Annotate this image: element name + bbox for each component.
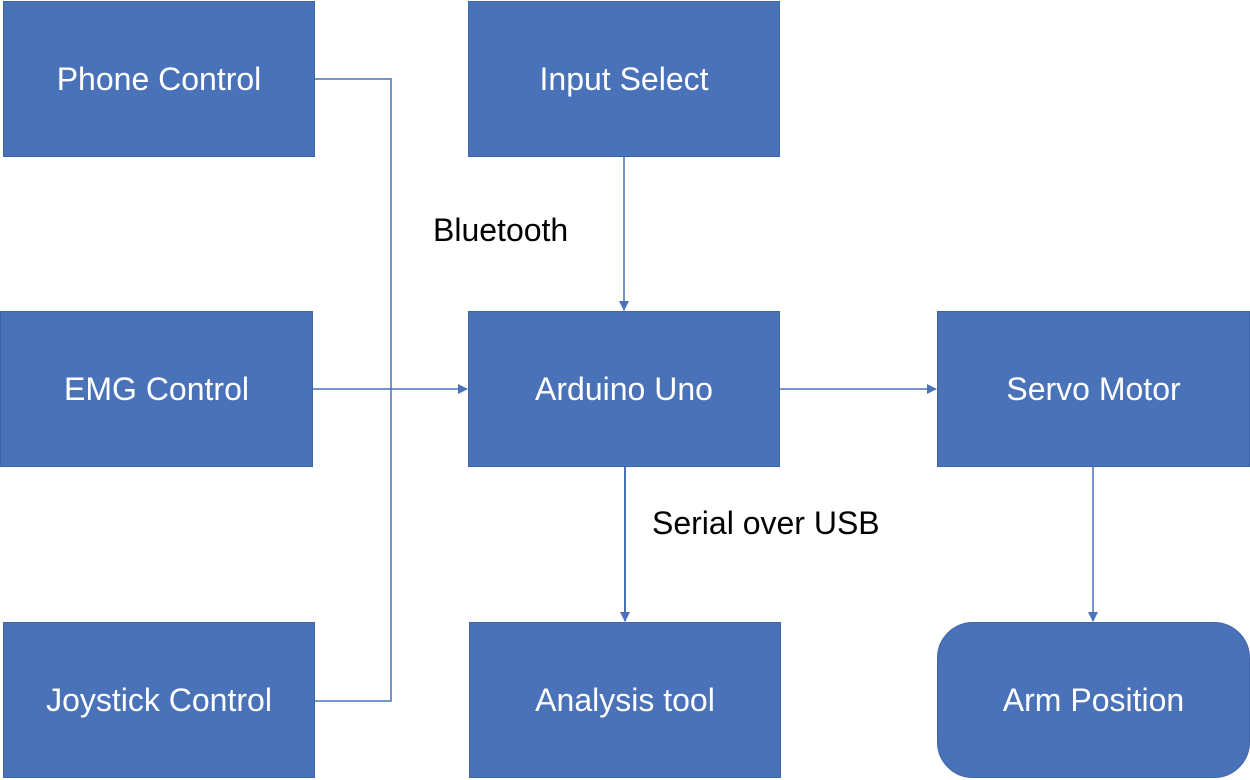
connector-phone-to-bus	[315, 78, 392, 389]
input-select-label: Input Select	[539, 60, 709, 97]
servo-motor-label: Servo Motor	[1006, 370, 1181, 407]
analysis-tool-node: Analysis tool	[469, 622, 781, 778]
arduino-uno-label: Arduino Uno	[535, 370, 713, 407]
phone-control-label: Phone Control	[56, 60, 262, 97]
joystick-control-node: Joystick Control	[3, 622, 315, 778]
bluetooth-edge-label: Bluetooth	[433, 212, 569, 248]
serial-over-usb-edge-label: Serial over USB	[652, 505, 880, 541]
servo-motor-node: Servo Motor	[937, 311, 1250, 467]
emg-control-node: EMG Control	[0, 311, 313, 467]
phone-control-node: Phone Control	[3, 1, 315, 157]
arduino-uno-node: Arduino Uno	[468, 311, 780, 467]
joystick-control-label: Joystick Control	[46, 681, 272, 718]
emg-control-label: EMG Control	[64, 370, 249, 407]
analysis-tool-label: Analysis tool	[535, 681, 715, 718]
arm-position-node: Arm Position	[937, 622, 1250, 778]
connector-joystick-to-bus	[315, 389, 392, 702]
input-select-node: Input Select	[468, 1, 780, 157]
arm-position-label: Arm Position	[1002, 681, 1185, 718]
